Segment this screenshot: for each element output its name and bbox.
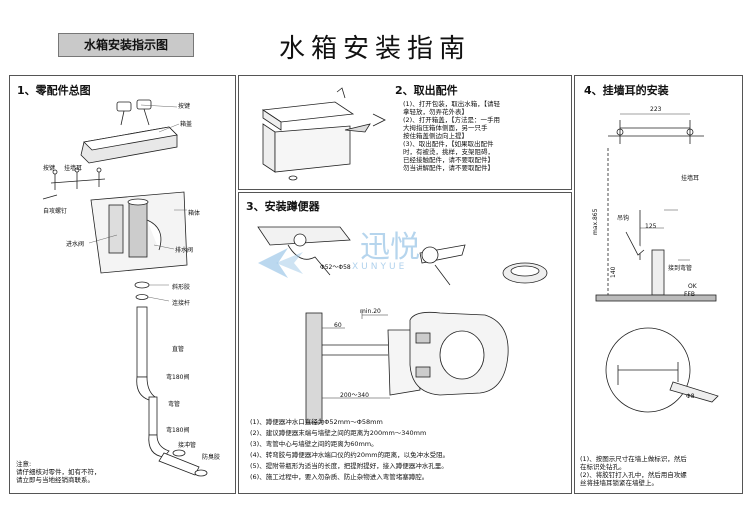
dim-height: max.865 <box>592 208 599 235</box>
panel4-heading: 4、挂墙耳的安装 <box>584 84 669 97</box>
label-pipe-connect: 接到弯管 <box>668 265 693 272</box>
panel2-step-line: 大拇指压箱体侧面，另一只手 <box>403 124 488 132</box>
label-hook: 吊钩 <box>617 215 630 222</box>
label-elbow1: 弯180阀 <box>166 374 190 381</box>
panel1-heading: 1、零配件总图 <box>17 84 91 97</box>
label-ok: OK <box>688 283 697 290</box>
label-elbow2: 弯180阀 <box>166 427 190 434</box>
panel2-step-line: (1)、打开包装，取出水箱，【请轻 <box>403 100 500 108</box>
label-cap: 接冲管 <box>178 442 197 449</box>
panel2-step-line: (3)、取出配件，【如果取出配件 <box>403 140 494 148</box>
panel3-notes: (1)、蹲便器冲水口直径为Φ52mm～Φ58mm (2)、建议蹲便器末端与墙壁之… <box>250 417 568 483</box>
panel2-step-line: (2)、打开箱盖，【方法是：一手用 <box>403 116 500 124</box>
panel-parts-overview <box>9 75 236 494</box>
panel1-note-line: 请立即与当地经销商联系。 <box>16 476 94 484</box>
panel4-note-line: 丝将挂墙耳锁紧在墙壁上。 <box>580 479 658 487</box>
panel1-note-line: 请仔细核对零件，如有不符， <box>16 468 101 476</box>
panel3-note-line: (4)、转弯胶与蹲便器冲水端口仪的约20mm的距离，以免冲水受阻。 <box>250 451 450 459</box>
label-sleeve: 防臭胶 <box>202 454 221 461</box>
dim-range: 200～340 <box>340 392 369 399</box>
page-title: 水箱安装指南 <box>278 34 471 64</box>
panel3-heading: 3、安装蹲便器 <box>246 200 320 213</box>
label-nut: 连接杆 <box>172 300 191 307</box>
panel3-note-line: (6)、施工过程中，要入勿杂质、防止杂物进入弯管堵塞蹲腔。 <box>250 473 429 481</box>
panel2-step-line: 按住箱盖侧边向上提】 <box>403 132 468 140</box>
panel3-note-line: (3)、弯管中心与墙壁之间的距离为60mm。 <box>250 440 378 448</box>
label-outlet-valve: 排水阀 <box>175 247 194 254</box>
panel3-note-line: (2)、建议蹲便器末端与墙壁之间的距离为200mm～340mm <box>250 429 427 437</box>
label-tank: 箱体 <box>188 210 201 217</box>
label-ffb: FFB <box>684 291 696 298</box>
panel2-step-line: 勿当讲解配件，请不要取配件】 <box>403 164 494 172</box>
diagram-tag: 水箱安装指示图 <box>58 33 194 57</box>
watermark-text: XUNYUE <box>352 262 408 272</box>
panel1-note-title: 注意: <box>16 460 32 468</box>
dim-223: 223 <box>650 106 662 113</box>
panel2-step-line: 已经接触配件，请不要取配件】 <box>403 156 494 164</box>
panel2-step-line: 时，有被烫，挑样，支架阻碍， <box>403 148 494 156</box>
label-seal: 斜形胶 <box>172 284 191 291</box>
dim-min: min.20 <box>360 308 381 315</box>
panel-wall-ear <box>574 75 743 494</box>
panel3-note-line: (5)、提附带瓶形为适当的长度，把提附提好，接入蹲便器冲水孔里。 <box>250 462 448 470</box>
panel1-note: 注意: 请仔细核对零件，如有不符， 请立即与当地经销商联系。 <box>16 460 146 484</box>
panel-remove-parts <box>238 75 572 190</box>
label-bend: 弯管 <box>168 401 181 408</box>
label-pipe: 直管 <box>172 346 185 353</box>
panel-install-squat-toilet <box>238 192 572 494</box>
wall-ear-drawing <box>595 113 719 413</box>
panel3-note-line: (1)、蹲便器冲水口直径为Φ52mm～Φ58mm <box>250 418 383 426</box>
label-bolt-mid: 挂墙耳 <box>64 165 83 172</box>
panel4-note-line: (2)、将胶钉打入孔中，然后用自攻螺 <box>580 471 687 479</box>
label-lid: 箱盖 <box>180 121 193 128</box>
label-button: 按键 <box>178 103 191 110</box>
dim-phi8: Φ8 <box>686 393 695 400</box>
dim-pipe-diameter: Φ52～Φ58 <box>320 264 351 271</box>
dim-140: 140 <box>610 266 617 278</box>
watermark-logo: 迅悦 <box>360 230 420 265</box>
panel2-steps: (1)、打开包装，取出水箱，【请轻 拿轻放，勿弄花外表】 (2)、打开箱盖，【方… <box>403 100 568 172</box>
squat-toilet-drawing <box>257 226 548 424</box>
panel2-step-line: 拿轻放，勿弄花外表】 <box>403 108 468 116</box>
parts-overview-drawing <box>42 99 208 477</box>
panel4-notes: (1)、按图示尺寸在墙上做标识，然后 在标识处钻孔。 (2)、将胶钉打入孔中，然… <box>580 455 738 487</box>
remove-parts-drawing <box>261 87 386 181</box>
dim-125: 125 <box>645 223 657 230</box>
label-ear: 挂墙耳 <box>681 175 700 182</box>
label-inlet-valve: 进水阀 <box>66 241 85 248</box>
label-bolt-left: 按键 <box>43 165 56 172</box>
label-bolt-right: 自攻螺钉 <box>43 208 68 215</box>
panel2-heading: 2、取出配件 <box>395 84 458 97</box>
panel4-note-line: 在标识处钻孔。 <box>580 463 626 471</box>
dim-60: 60 <box>334 322 342 329</box>
watermark-arrow-icon <box>258 248 303 278</box>
panel4-note-line: (1)、按图示尺寸在墙上做标识，然后 <box>580 455 687 463</box>
